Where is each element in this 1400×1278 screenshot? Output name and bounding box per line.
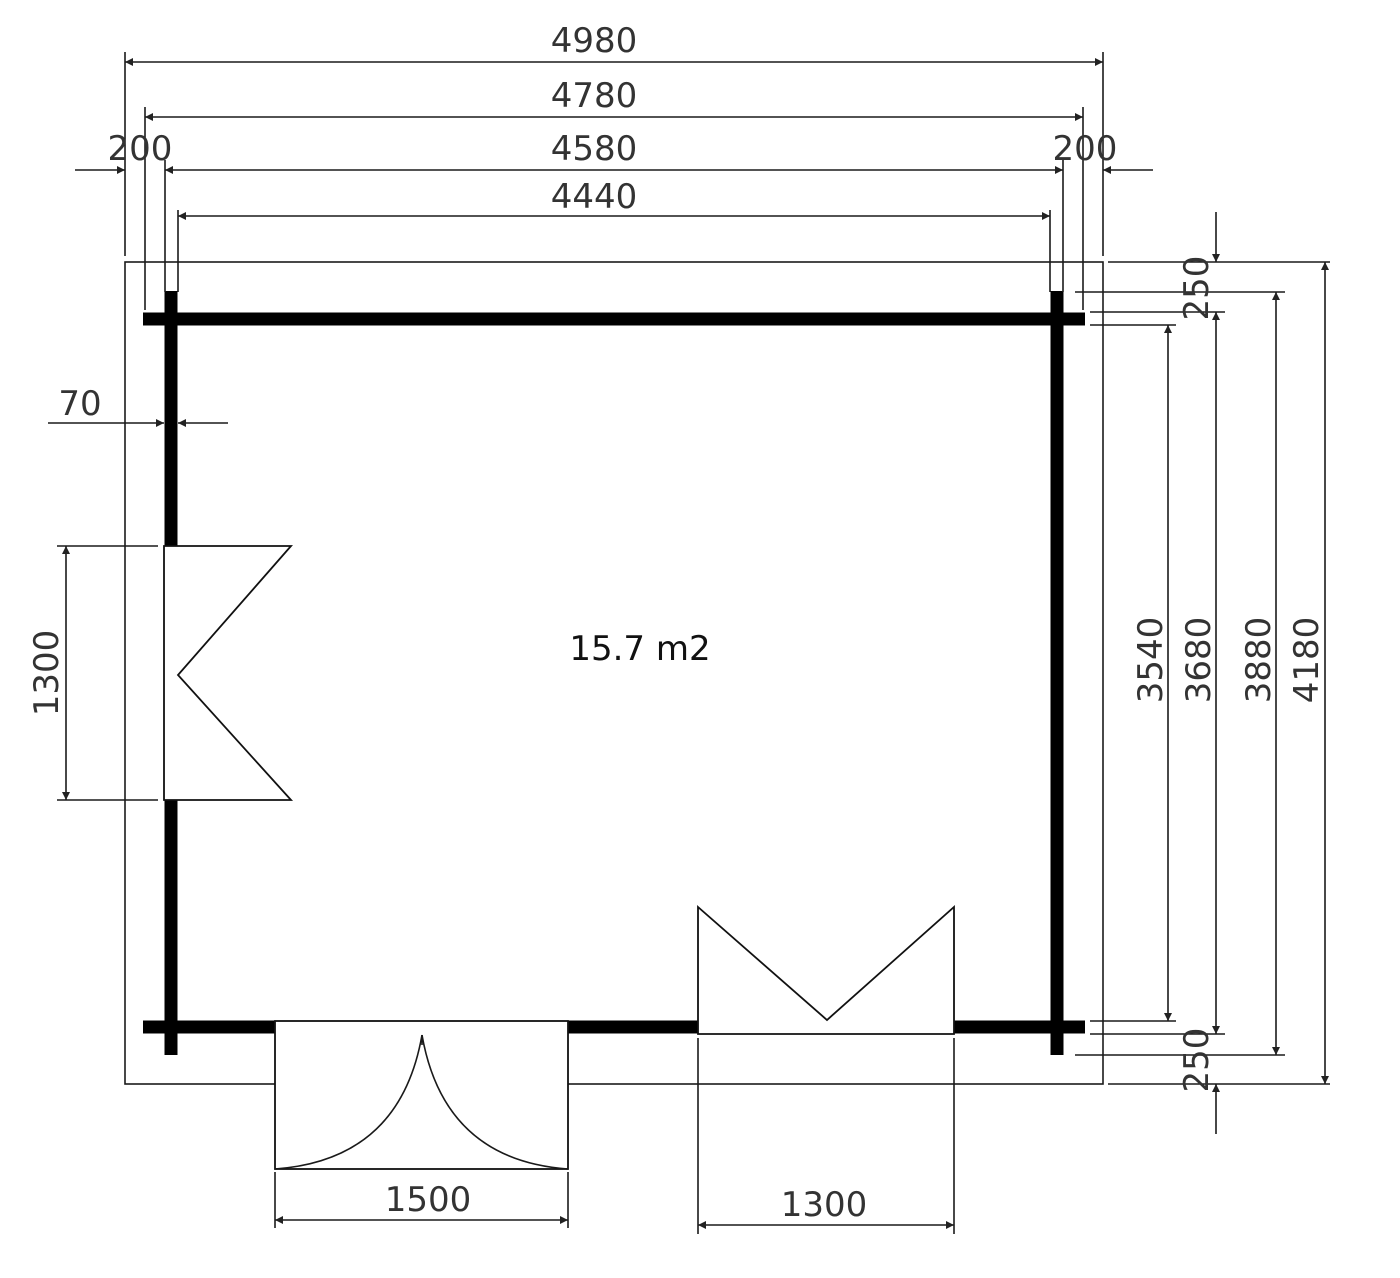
- dim-inner-depth: 3540: [1131, 617, 1171, 704]
- dim-roof: 4780: [551, 76, 638, 116]
- dim-overhang-bottom: 250: [1177, 1028, 1217, 1093]
- dim-base-depth: 3880: [1239, 617, 1279, 704]
- dim-wall-thickness: 70: [58, 384, 101, 424]
- dim-door-width: 1500: [385, 1180, 472, 1220]
- left-dimensions: 70 1300: [27, 384, 228, 801]
- bottom-dimensions: 1500 1300: [274, 1038, 955, 1234]
- dim-walls-outer: 4580: [551, 129, 638, 169]
- right-dimensions: 3540 3680 3880 4180 250 250: [1075, 212, 1330, 1134]
- left-window: [163, 545, 294, 801]
- double-door: [274, 1020, 569, 1170]
- dim-overhang-top: 250: [1177, 256, 1217, 321]
- dim-overall: 4980: [551, 21, 638, 61]
- dim-left-window: 1300: [27, 630, 67, 717]
- area-label: 15.7 m2: [569, 629, 710, 669]
- dim-walls-inner: 4440: [551, 177, 638, 217]
- dim-overhang-right: 200: [1053, 129, 1118, 169]
- top-dimensions: 4980 4780 4580 4440 200 200: [75, 21, 1153, 310]
- bottom-window: [697, 904, 955, 1035]
- dim-overhang-left: 200: [108, 129, 173, 169]
- dim-wall-depth: 3680: [1179, 617, 1219, 704]
- dim-bottom-window: 1300: [781, 1185, 868, 1225]
- roof-outline: [124, 261, 1104, 1085]
- walls: [143, 291, 1085, 1055]
- dim-overall-depth: 4180: [1287, 617, 1327, 704]
